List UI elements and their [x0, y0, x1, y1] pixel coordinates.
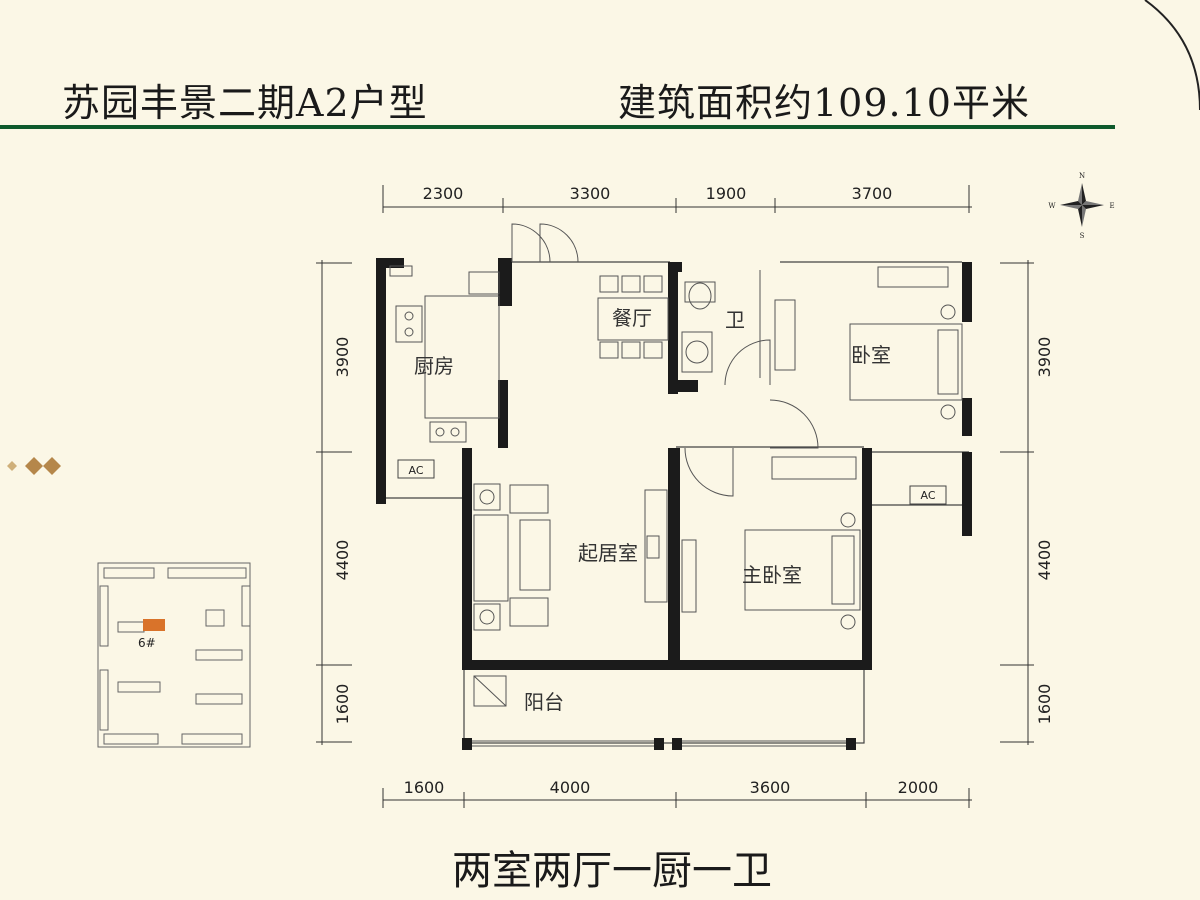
header-divider: [0, 125, 1115, 129]
dim-bottom-4: 2000: [898, 778, 939, 797]
dim-top-2: 3300: [570, 184, 611, 203]
room-master-bedroom: 主卧室: [742, 563, 802, 587]
dim-left-3: 1600: [333, 684, 352, 725]
right-dimension: [1000, 260, 1034, 745]
dining-table: [597, 275, 669, 359]
thick-walls: [376, 258, 972, 750]
diamond-ornament: [7, 457, 61, 475]
dim-right-2: 4400: [1035, 540, 1054, 581]
top-dimension: [382, 185, 972, 213]
bedroom-furniture: [774, 266, 963, 420]
dim-top-4: 3700: [852, 184, 893, 203]
dim-bottom-2: 4000: [550, 778, 591, 797]
dim-top-3: 1900: [706, 184, 747, 203]
corner-arc: [1144, 0, 1200, 111]
dim-top-1: 2300: [423, 184, 464, 203]
ac-unit-kitchen: AC: [397, 459, 435, 479]
room-kitchen: 厨房: [414, 354, 454, 378]
compass-north: N: [1079, 172, 1085, 180]
dim-right-1: 3900: [1035, 337, 1054, 378]
compass-icon: N S E W: [1048, 172, 1114, 240]
room-balcony: 阳台: [524, 690, 564, 714]
balcony-windows: [472, 740, 846, 747]
master-bedroom-furniture: [681, 456, 861, 630]
bottom-dimension: [382, 788, 972, 808]
room-dining: 餐厅: [612, 306, 652, 330]
dim-right-3: 1600: [1035, 684, 1054, 725]
room-living: 起居室: [578, 541, 638, 565]
dim-left-1: 3900: [333, 337, 352, 378]
building-marker: [143, 619, 165, 631]
kitchen-fixtures: [389, 265, 500, 443]
doors: [511, 223, 819, 497]
balcony-fixture: [473, 675, 507, 707]
compass-west: W: [1048, 202, 1056, 210]
bathroom-fixtures: [681, 270, 761, 378]
ac-label-2: AC: [920, 489, 935, 502]
room-bedroom: 卧室: [851, 343, 891, 367]
site-plan-thumbnail: [97, 562, 251, 748]
left-dimension: [316, 260, 352, 745]
dim-bottom-3: 3600: [750, 778, 791, 797]
plan-title: 苏园丰景二期A2户型: [62, 81, 428, 125]
compass-east: E: [1109, 202, 1114, 210]
room-bathroom: 卫: [725, 308, 745, 332]
dim-left-2: 4400: [333, 540, 352, 581]
layout-description: 两室两厅一厨一卫: [452, 848, 772, 894]
building-number: 6#: [138, 636, 156, 650]
dim-bottom-1: 1600: [404, 778, 445, 797]
ac-label-1: AC: [408, 464, 423, 477]
living-room-furniture: [473, 483, 668, 631]
compass-south: S: [1080, 232, 1085, 240]
floor-area: 建筑面积约109.10平米: [618, 81, 1030, 125]
ac-unit-bedroom: AC: [909, 485, 947, 505]
